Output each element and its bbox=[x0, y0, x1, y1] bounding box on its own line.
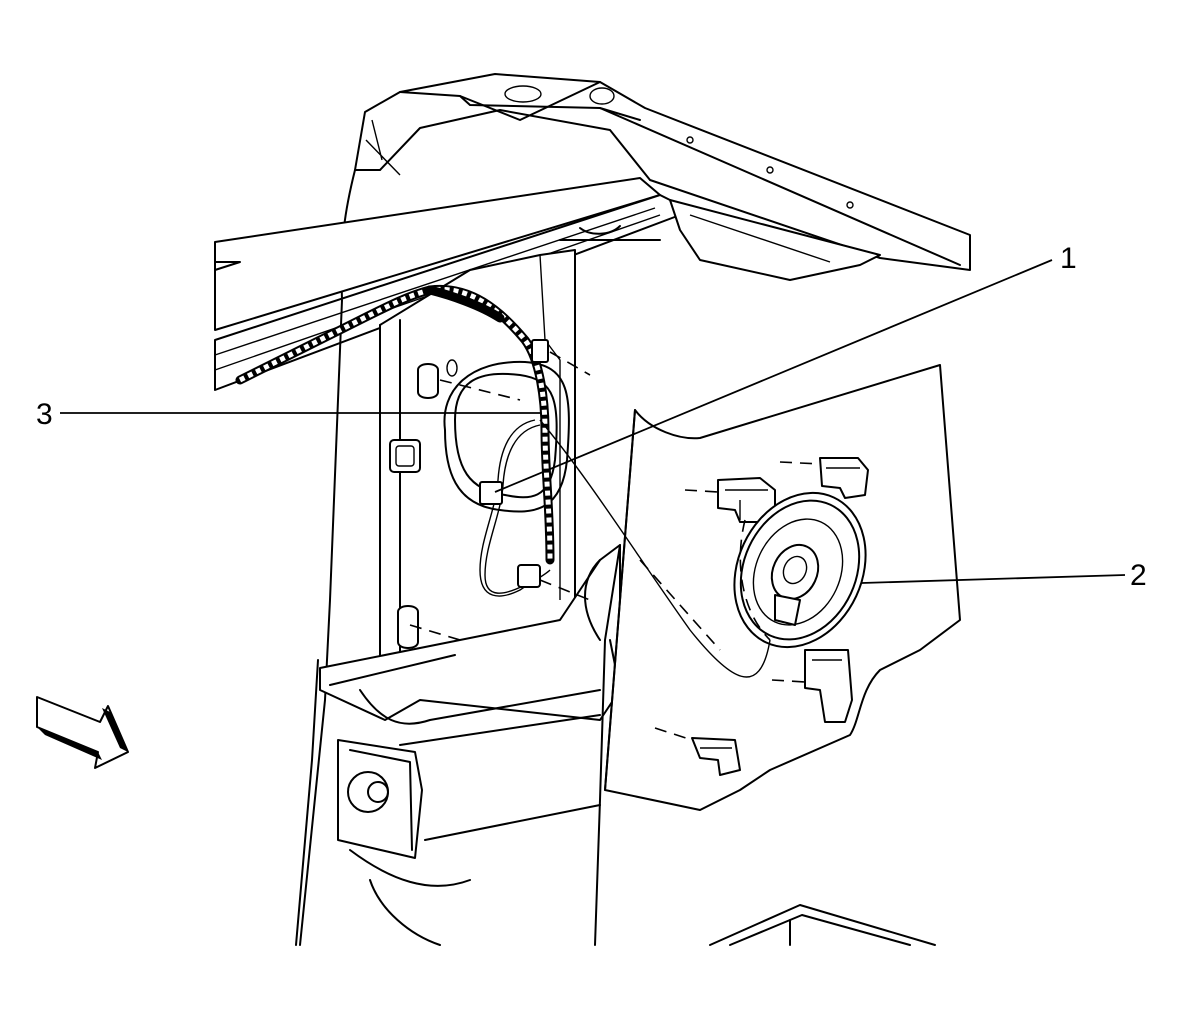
rear-trim-panel bbox=[539, 364, 961, 811]
wiring-harness bbox=[235, 284, 591, 641]
roof-header-panel bbox=[214, 73, 971, 391]
retainer-clip bbox=[654, 727, 741, 776]
cargo-floor-bin bbox=[709, 904, 936, 946]
forward-direction-arrow bbox=[36, 696, 129, 769]
callout-label-2: 2 bbox=[1130, 559, 1147, 592]
callout-leaders bbox=[60, 259, 1126, 584]
speaker bbox=[733, 491, 867, 649]
leader-1 bbox=[494, 259, 1053, 493]
retainer-clip bbox=[771, 649, 853, 723]
leader-2 bbox=[861, 574, 1126, 584]
callout-label-3: 3 bbox=[36, 398, 53, 431]
retainer-clip bbox=[779, 457, 869, 499]
quarter-inner-panel bbox=[295, 249, 621, 946]
callout-label-1: 1 bbox=[1060, 242, 1077, 275]
